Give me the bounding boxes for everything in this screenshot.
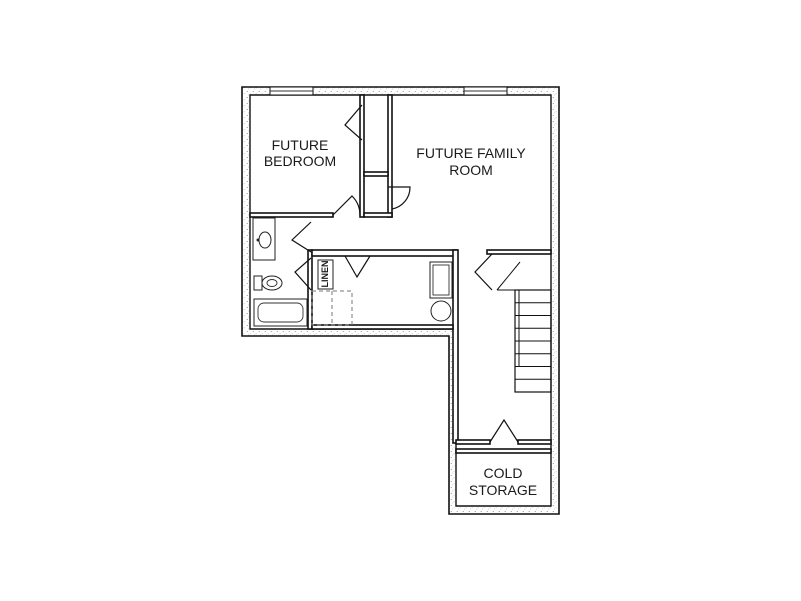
cold-storage-label-2: STORAGE <box>469 482 537 498</box>
cold-storage-label: COLD <box>484 465 523 481</box>
toilet-icon <box>261 275 283 291</box>
room-labels: FUTURE BEDROOM FUTURE FAMILY ROOM COLD S… <box>264 137 537 498</box>
bedroom-door <box>332 195 361 216</box>
linen-label: LINEN <box>320 261 330 288</box>
laundry-counter <box>311 290 353 326</box>
laundry-door <box>344 255 371 279</box>
sink-icon <box>258 231 272 249</box>
washer-icon <box>430 300 452 322</box>
foundation-walls <box>241 86 560 515</box>
bath-door <box>291 221 312 253</box>
linen-closet <box>317 259 334 290</box>
bifold-door <box>344 104 363 141</box>
future-bedroom-label: FUTURE <box>272 137 329 153</box>
cold-storage-door <box>489 418 519 443</box>
dryer <box>429 261 453 299</box>
doors <box>291 104 519 443</box>
bath-door-2 <box>294 257 312 291</box>
toilet-tank <box>253 275 263 291</box>
interior-walls <box>249 94 552 454</box>
future-family-room-label-2: ROOM <box>449 162 493 178</box>
bathroom-fixtures: LINEN <box>252 217 334 327</box>
laundry-fixtures <box>311 261 453 326</box>
future-bedroom-label-2: BEDROOM <box>264 153 336 169</box>
stair-break-line <box>496 261 521 291</box>
stair-door <box>474 253 493 291</box>
future-family-room-label: FUTURE FAMILY <box>416 145 526 161</box>
stairs <box>496 261 552 393</box>
closet-door <box>388 186 411 210</box>
